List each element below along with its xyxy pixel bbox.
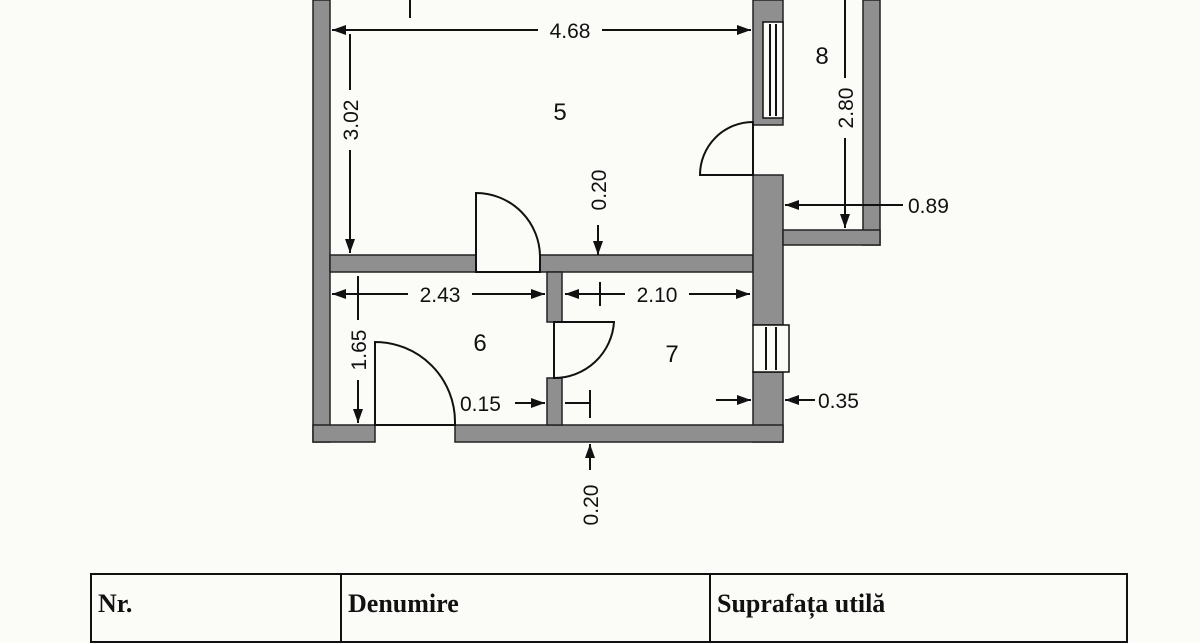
table-header-row: Nr. Denumire Suprafața utilă: [90, 573, 1128, 643]
dim-room6-height: 1.65: [348, 330, 371, 371]
door-room6-room7: [553, 321, 616, 380]
dim-room5-height: 3.02: [340, 100, 363, 141]
wall-bottom-right: [454, 424, 784, 443]
floor-plan: 4.68 3.02 2.80 0.89 0.20 2.43 2.10 1.65 …: [312, 0, 949, 526]
room-label-7: 7: [665, 341, 678, 368]
wall-left: [312, 0, 331, 443]
wall-mid-horizontal: [329, 254, 477, 273]
dim-room5-width: 4.68: [550, 20, 591, 43]
wall-room8-right: [862, 0, 881, 246]
header-suprafata: Suprafața utilă: [709, 573, 1128, 643]
window-room8: [762, 21, 784, 119]
dim-room8-wall: 0.89: [908, 195, 949, 218]
header-nr: Nr.: [90, 573, 342, 643]
dim-inner-wall: 0.15: [460, 393, 501, 416]
dim-outer-wall-right: 0.35: [818, 390, 859, 413]
dim-room8-height: 2.80: [835, 88, 858, 129]
door-room5-room8: [698, 120, 754, 176]
dim-partition-upper: 0.20: [588, 170, 611, 211]
dim-partition-lower: 0.20: [580, 485, 603, 526]
header-denumire: Denumire: [340, 573, 711, 643]
wall-right-lower: [752, 174, 784, 326]
wall-bottom-left: [312, 424, 376, 443]
area-table: Nr. Denumire Suprafața utilă: [90, 573, 1128, 643]
room-label-5: 5: [553, 99, 566, 126]
wall-mid-horizontal-right: [539, 254, 754, 273]
dim-room6-width: 2.43: [420, 284, 461, 307]
room-label-8: 8: [815, 43, 828, 70]
wall-inner-lower: [546, 377, 563, 426]
door-room5-room6: [475, 191, 541, 273]
window-room7: [752, 324, 790, 373]
door-entrance: [374, 340, 456, 426]
dim-room7-width: 2.10: [637, 284, 678, 307]
room-label-6: 6: [473, 330, 486, 357]
wall-inner-upper: [546, 271, 563, 323]
wall-room8-bottom: [782, 229, 881, 246]
